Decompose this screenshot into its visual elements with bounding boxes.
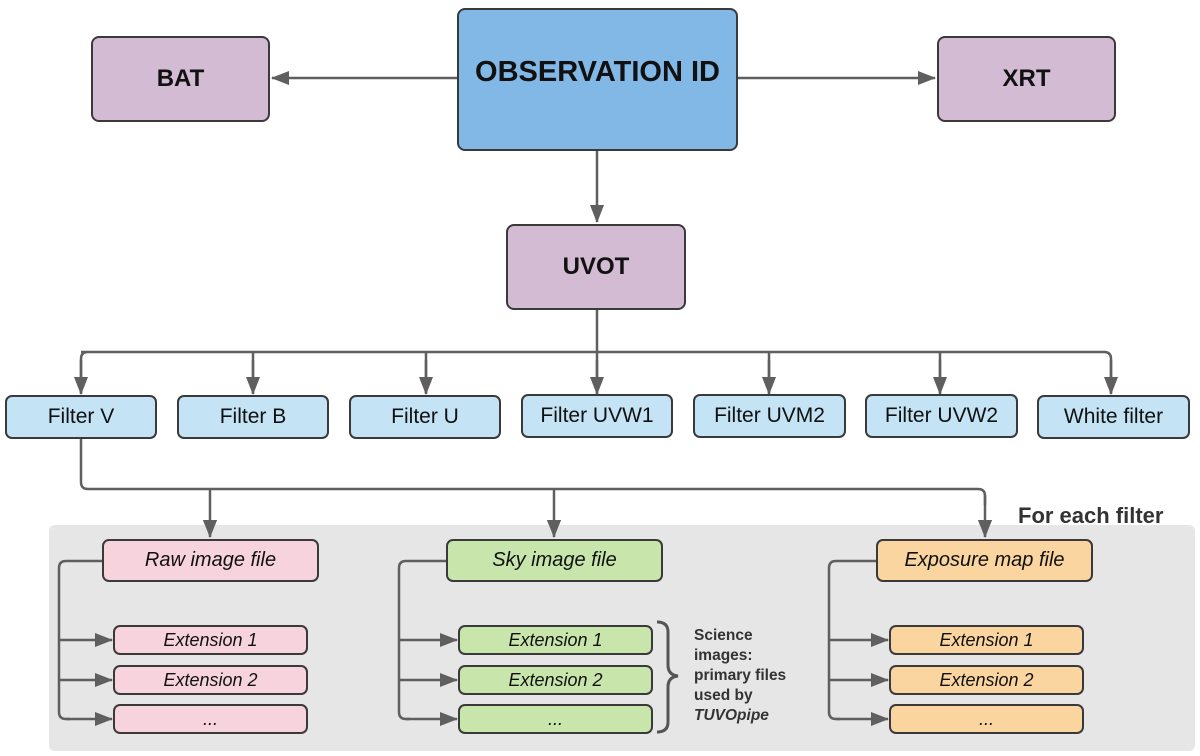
file-label: Exposure map file (904, 549, 1065, 571)
filter-label: Filter U (391, 405, 459, 428)
extension-label: ... (978, 708, 994, 729)
note-line: Science (694, 627, 753, 644)
filter-node[interactable]: Filter UVM2 (693, 394, 846, 438)
extension-node[interactable]: Extension 1 (458, 625, 653, 655)
filter-label: Filter UVM2 (714, 404, 825, 427)
extension-node[interactable]: ... (458, 704, 653, 734)
filter-node[interactable]: Filter UVW2 (865, 394, 1018, 438)
extension-node[interactable]: ... (113, 704, 308, 734)
extension-label: ... (547, 708, 563, 729)
panel-title: For each filter (1018, 503, 1164, 528)
extension-node[interactable]: Extension 1 (113, 625, 308, 655)
bat-label: BAT (156, 65, 205, 92)
filter-label: Filter UVW2 (884, 404, 999, 427)
filter-label: White filter (1063, 405, 1164, 428)
filter-node[interactable]: Filter UVW1 (521, 394, 673, 438)
extension-node[interactable]: Extension 2 (113, 665, 308, 695)
xrt-node[interactable]: XRT (937, 36, 1116, 122)
note-line: used by (694, 687, 753, 704)
filter-label: Filter V (47, 405, 115, 428)
note-line: images: (694, 647, 753, 664)
file-label: Raw image file (144, 549, 277, 571)
extension-node[interactable]: Extension 1 (889, 625, 1084, 655)
filter-node[interactable]: Filter B (177, 395, 329, 439)
extension-node[interactable]: ... (889, 704, 1084, 734)
filter-node[interactable]: Filter V (5, 395, 157, 439)
science-images-note: Science images: primary files used by TU… (694, 626, 786, 726)
extension-label: Extension 2 (508, 669, 603, 690)
filter-node[interactable]: Filter U (349, 395, 501, 439)
bat-node[interactable]: BAT (91, 36, 270, 122)
note-emphasis: TUVOpipe (694, 707, 769, 724)
extension-node[interactable]: Extension 2 (889, 665, 1084, 695)
file-label: Sky image file (492, 549, 617, 571)
uvot-node[interactable]: UVOT (506, 224, 686, 310)
exposure-map-file-node[interactable]: Exposure map file (876, 539, 1093, 582)
extension-node[interactable]: Extension 2 (458, 665, 653, 695)
extension-label: Extension 1 (939, 629, 1034, 650)
edge-filter-files (79, 438, 987, 505)
uvot-label: UVOT (562, 253, 630, 280)
extension-label: Extension 2 (163, 669, 258, 690)
extension-label: ... (202, 708, 218, 729)
filter-label: Filter UVW1 (540, 404, 654, 427)
filter-label: Filter B (219, 405, 287, 428)
extension-label: Extension 1 (508, 629, 603, 650)
raw-image-file-node[interactable]: Raw image file (102, 539, 319, 582)
filter-bus (79, 350, 1113, 393)
filter-node[interactable]: White filter (1037, 395, 1190, 439)
observation-id-node[interactable]: OBSERVATION ID (457, 8, 738, 151)
note-line: primary files (694, 667, 787, 684)
observation-id-label: OBSERVATION ID (475, 56, 720, 88)
sky-image-file-node[interactable]: Sky image file (446, 539, 663, 582)
extension-label: Extension 2 (939, 669, 1034, 690)
xrt-label: XRT (1002, 65, 1051, 92)
extension-label: Extension 1 (163, 629, 258, 650)
